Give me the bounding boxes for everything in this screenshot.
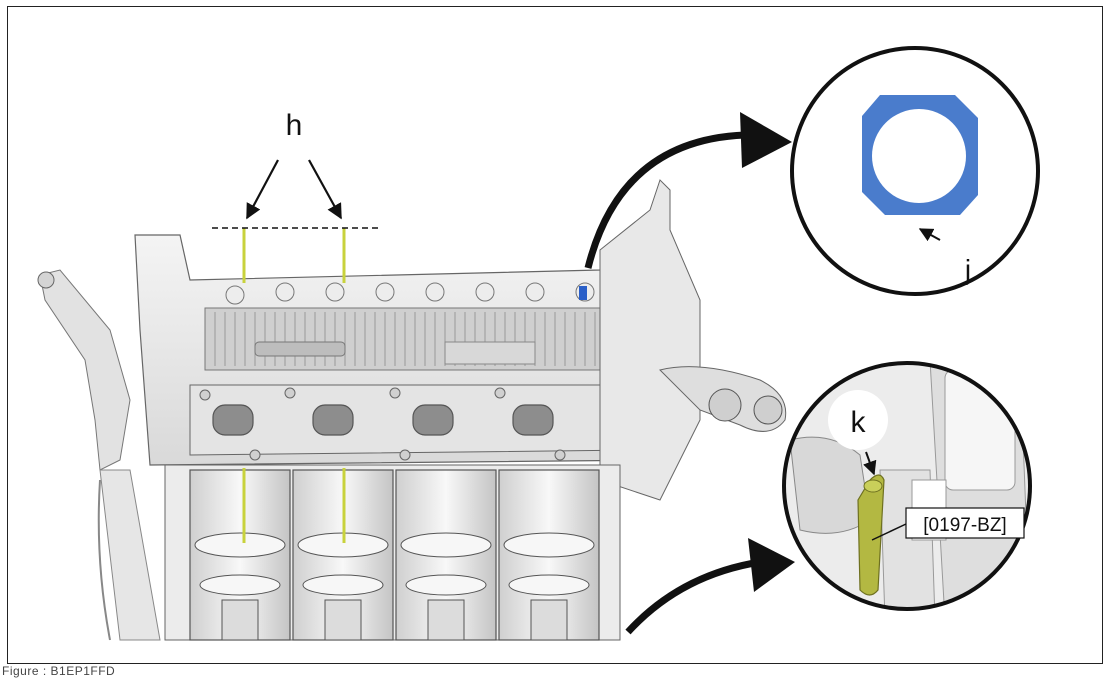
tool-label: [0197-BZ]: [923, 515, 1006, 536]
curved-arrow-bottom: [625, 538, 795, 635]
curved-arrow-top: [584, 112, 792, 269]
detail-circle-seal: j: [790, 46, 1040, 296]
engine-block: [37, 179, 787, 641]
label-j: j: [964, 254, 971, 285]
h-arrows: [246, 159, 342, 220]
label-h: h: [286, 109, 303, 142]
tool-label-box: [905, 507, 1025, 539]
figure-caption: Figure : B1EP1FFD: [2, 664, 116, 678]
label-k: k: [851, 406, 867, 439]
measurement-rods: [242, 228, 346, 543]
timing-pin: [857, 474, 885, 596]
blue-marker: [579, 286, 587, 300]
detail-circle-pin: k [0197-BZ]: [782, 361, 1032, 611]
